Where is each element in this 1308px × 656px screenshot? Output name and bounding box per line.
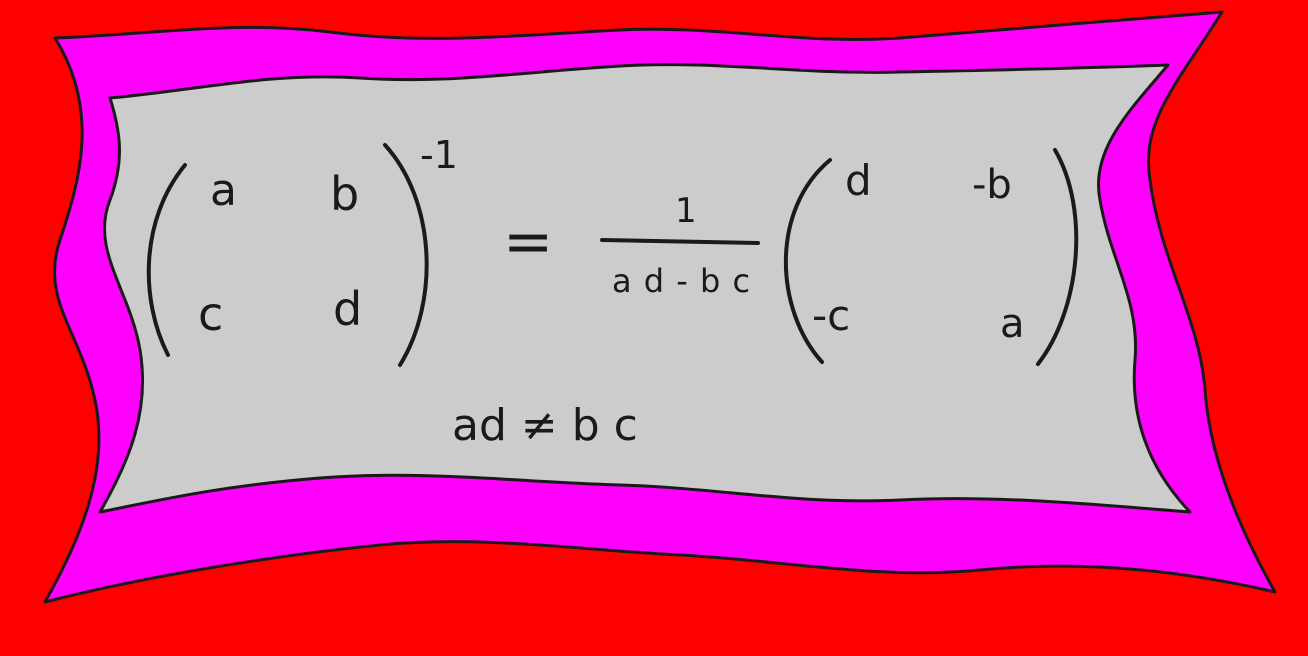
fraction-numerator: 1	[675, 191, 697, 231]
equals-sign: =	[503, 207, 553, 277]
right-matrix-open-paren	[783, 158, 832, 364]
inverse-exponent: -1	[420, 133, 458, 177]
right-matrix-close-paren	[1036, 148, 1079, 366]
left-matrix-d: d	[333, 282, 362, 336]
right-matrix-bottom-left: -c	[812, 291, 850, 340]
fraction-bar	[600, 238, 760, 245]
right-matrix-top-left: d	[845, 156, 872, 205]
left-matrix-b: b	[330, 167, 359, 221]
left-matrix-a: a	[210, 165, 237, 216]
right-matrix-top-right: -b	[972, 162, 1012, 208]
left-matrix-c: c	[198, 287, 223, 341]
left-matrix-open-paren	[146, 163, 187, 357]
right-matrix-bottom-right: a	[1000, 301, 1025, 347]
grey-panel	[98, 63, 1192, 514]
determinant-condition: ad ≠ b c	[452, 400, 638, 451]
left-matrix-close-paren	[383, 143, 429, 367]
fraction-denominator: a d - b c	[612, 262, 751, 300]
